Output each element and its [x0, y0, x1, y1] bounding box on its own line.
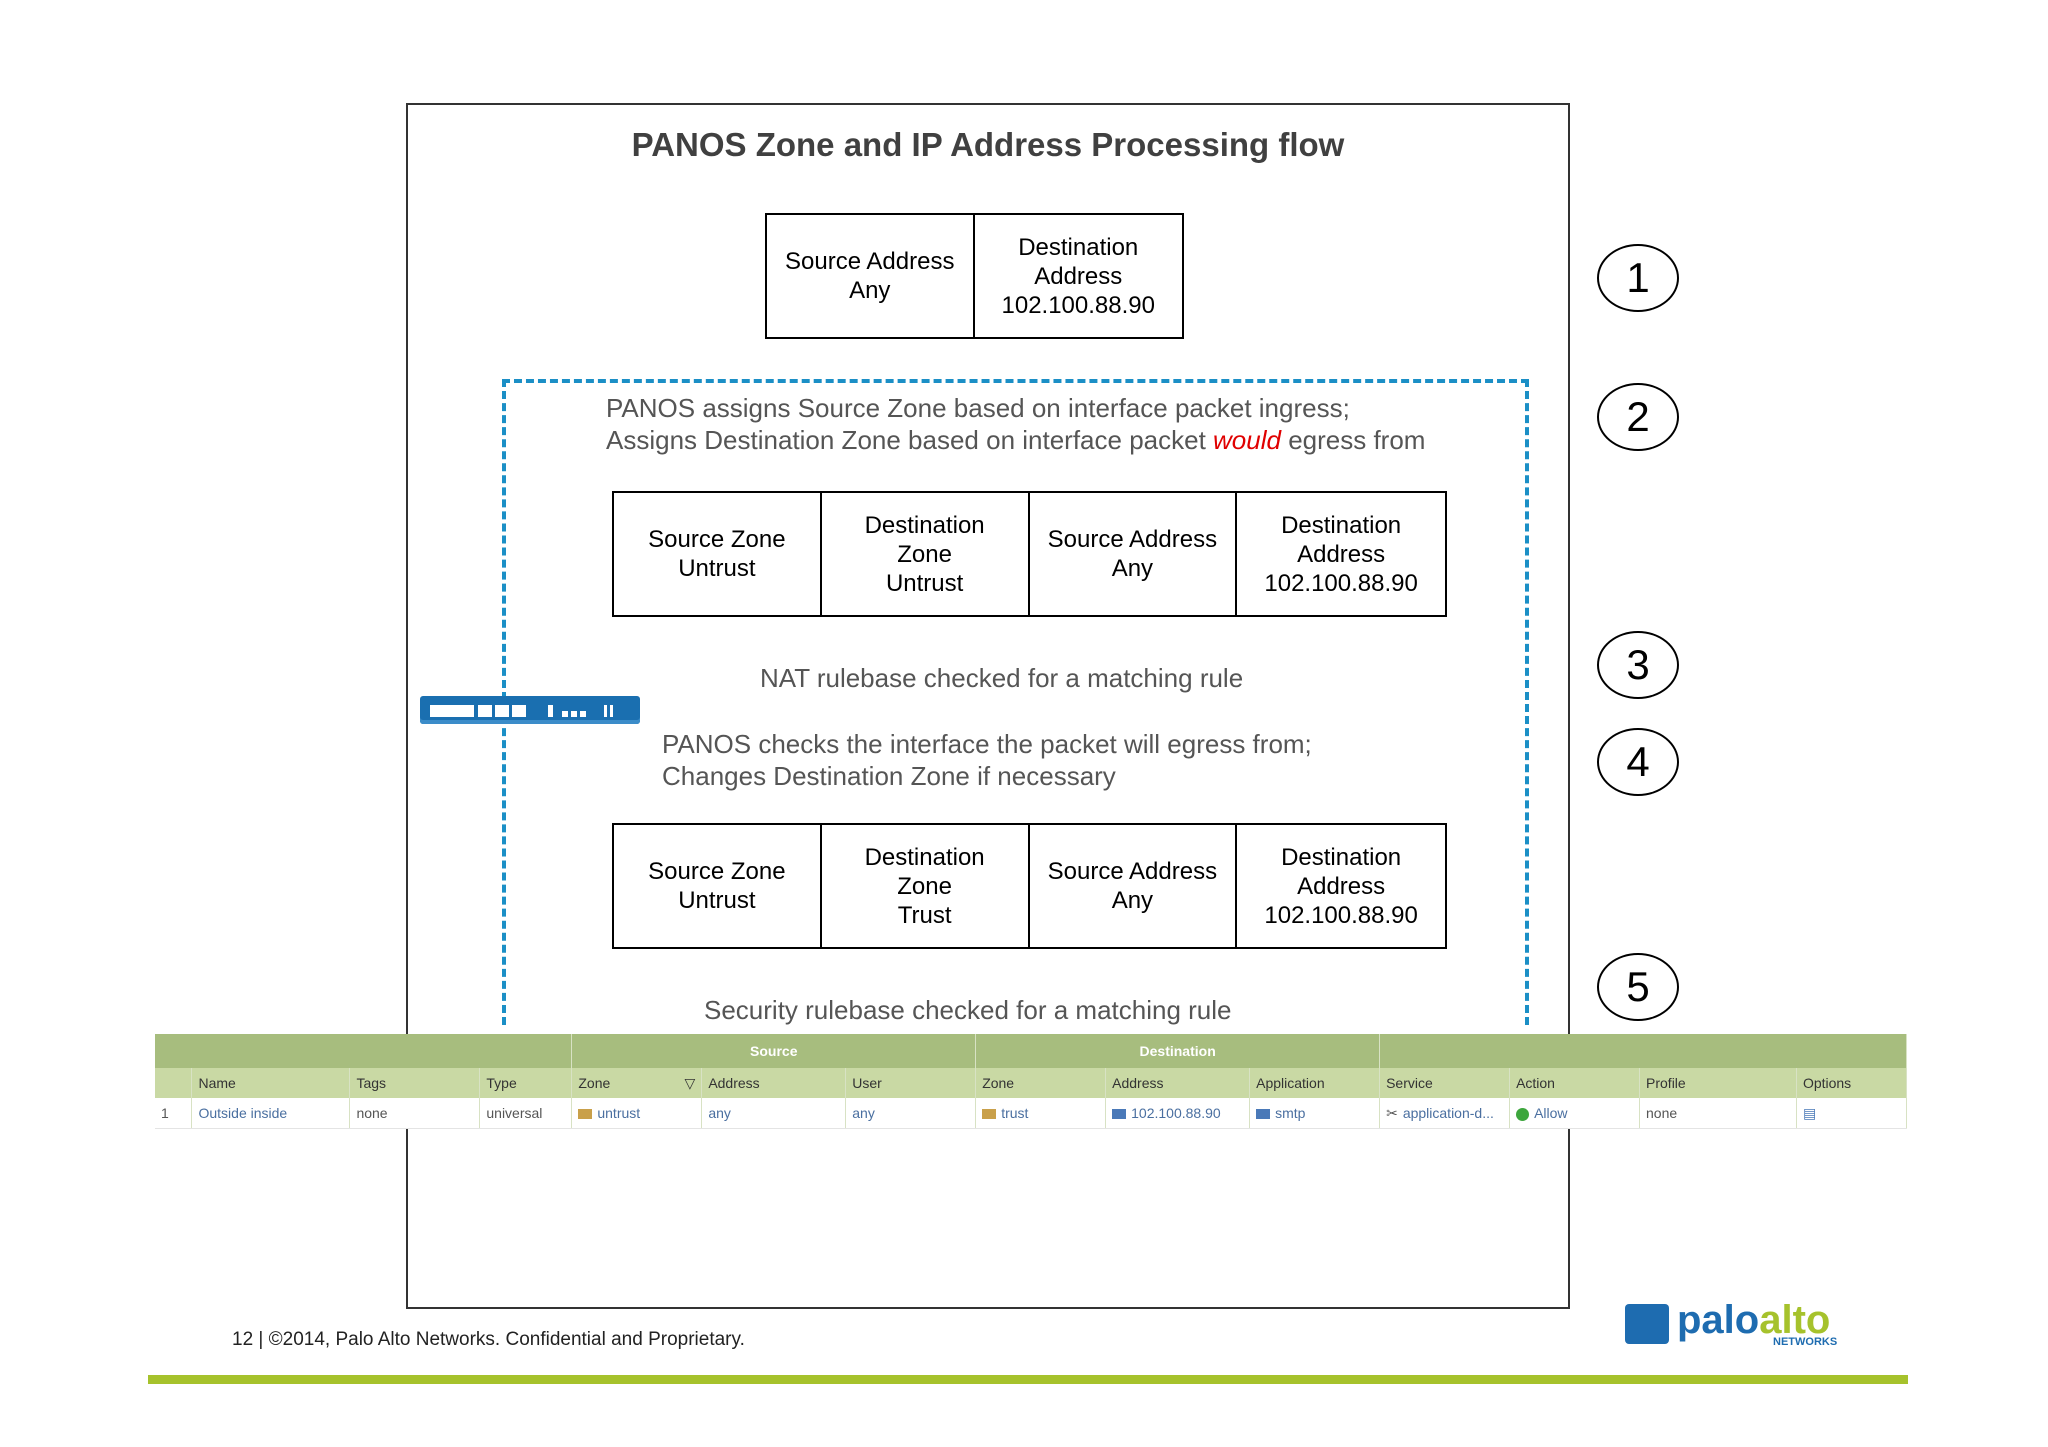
document-icon[interactable]: ▤	[1802, 1104, 1817, 1121]
destination-zone-cell: Destination Zone Untrust	[822, 493, 1030, 615]
rule-destination-address[interactable]: 102.100.88.90	[1105, 1098, 1251, 1129]
rule-destination-zone[interactable]: trust	[975, 1098, 1107, 1129]
rule-options[interactable]: ▤	[1796, 1098, 1908, 1129]
table-group-header: Source Destination	[155, 1034, 1907, 1068]
rule-name[interactable]: Outside inside	[191, 1098, 351, 1129]
col-service[interactable]: Service	[1379, 1068, 1511, 1098]
service-icon: ✂	[1386, 1104, 1398, 1121]
table-header-row: Name Tags Type Zone ▽ Address User Zone …	[155, 1068, 1908, 1098]
footer-bar	[148, 1375, 1908, 1384]
step2-text: PANOS assigns Source Zone based on inter…	[606, 393, 1426, 455]
address-object-icon	[1112, 1109, 1127, 1120]
destination-address-cell: Destination Address 102.100.88.90	[1264, 843, 1418, 929]
firewall-device-icon	[420, 696, 640, 724]
application-icon	[1256, 1109, 1271, 1120]
page-title: PANOS Zone and IP Address Processing flo…	[631, 126, 1345, 163]
step3-text: NAT rulebase checked for a matching rule	[760, 663, 1244, 693]
step-marker-4: 4	[1597, 728, 1679, 796]
zone-icon	[578, 1109, 593, 1120]
step-marker-1: 1	[1597, 244, 1679, 312]
sort-dropdown-icon[interactable]: ▽	[684, 1074, 696, 1091]
destination-zone-cell: Destination Zone Trust	[822, 825, 1030, 947]
destination-address-cell: Destination Address 102.100.88.90	[1264, 511, 1418, 597]
rule-application[interactable]: smtp	[1249, 1098, 1381, 1129]
zone-box-final: Source Zone Untrust Destination Zone Tru…	[612, 823, 1447, 949]
destination-address-cell: Destination Address 102.100.88.90	[1001, 233, 1155, 319]
security-rule-table: Source Destination Name Tags Type Zone ▽…	[155, 1034, 1908, 1129]
rule-source-address[interactable]: any	[701, 1098, 847, 1129]
zone-icon	[982, 1109, 997, 1120]
source-address-cell: Source Address Any	[1030, 493, 1238, 615]
col-profile[interactable]: Profile	[1639, 1068, 1797, 1098]
rule-source-zone[interactable]: untrust	[571, 1098, 703, 1129]
col-source-address[interactable]: Address	[701, 1068, 847, 1098]
step4-text: PANOS checks the interface the packet wi…	[662, 729, 1312, 791]
slide-frame	[406, 103, 1570, 1309]
rule-action[interactable]: Allow	[1509, 1098, 1641, 1129]
col-options[interactable]: Options	[1796, 1068, 1908, 1098]
source-zone-cell: Source Zone Untrust	[614, 825, 822, 947]
rule-tags: none	[349, 1098, 481, 1129]
address-box: Source Address Any Destination Address 1…	[765, 213, 1184, 339]
source-group: Source	[571, 1034, 977, 1068]
source-zone-cell: Source Zone Untrust	[614, 493, 822, 615]
rule-profile: none	[1639, 1098, 1797, 1129]
source-address-cell: Source Address Any	[1030, 825, 1238, 947]
source-address-cell: Source Address Any	[767, 215, 975, 337]
step-marker-5: 5	[1597, 953, 1679, 1021]
col-destination-zone[interactable]: Zone	[975, 1068, 1107, 1098]
rule-user[interactable]: any	[845, 1098, 977, 1129]
col-user[interactable]: User	[845, 1068, 977, 1098]
step-marker-2: 2	[1597, 383, 1679, 451]
col-tags[interactable]: Tags	[349, 1068, 481, 1098]
footer-text: 12 | ©2014, Palo Alto Networks. Confiden…	[232, 1329, 745, 1350]
step-marker-3: 3	[1597, 631, 1679, 699]
rule-type: universal	[479, 1098, 573, 1129]
col-source-zone[interactable]: Zone ▽	[571, 1068, 703, 1098]
allow-check-icon	[1516, 1107, 1530, 1121]
col-type[interactable]: Type	[479, 1068, 573, 1098]
logo-mark-icon	[1625, 1304, 1669, 1344]
destination-group: Destination	[975, 1034, 1381, 1068]
table-row[interactable]: 1 Outside inside none universal untrust …	[155, 1098, 1908, 1129]
col-action[interactable]: Action	[1509, 1068, 1641, 1098]
rule-service[interactable]: ✂application-d...	[1379, 1098, 1511, 1129]
palo-alto-logo: paloalto NETWORKS	[1625, 1298, 1837, 1350]
zone-box-initial: Source Zone Untrust Destination Zone Unt…	[612, 491, 1447, 617]
col-name[interactable]: Name	[191, 1068, 351, 1098]
step5-text: Security rulebase checked for a matching…	[704, 995, 1232, 1025]
col-application[interactable]: Application	[1249, 1068, 1381, 1098]
col-destination-address[interactable]: Address	[1105, 1068, 1251, 1098]
